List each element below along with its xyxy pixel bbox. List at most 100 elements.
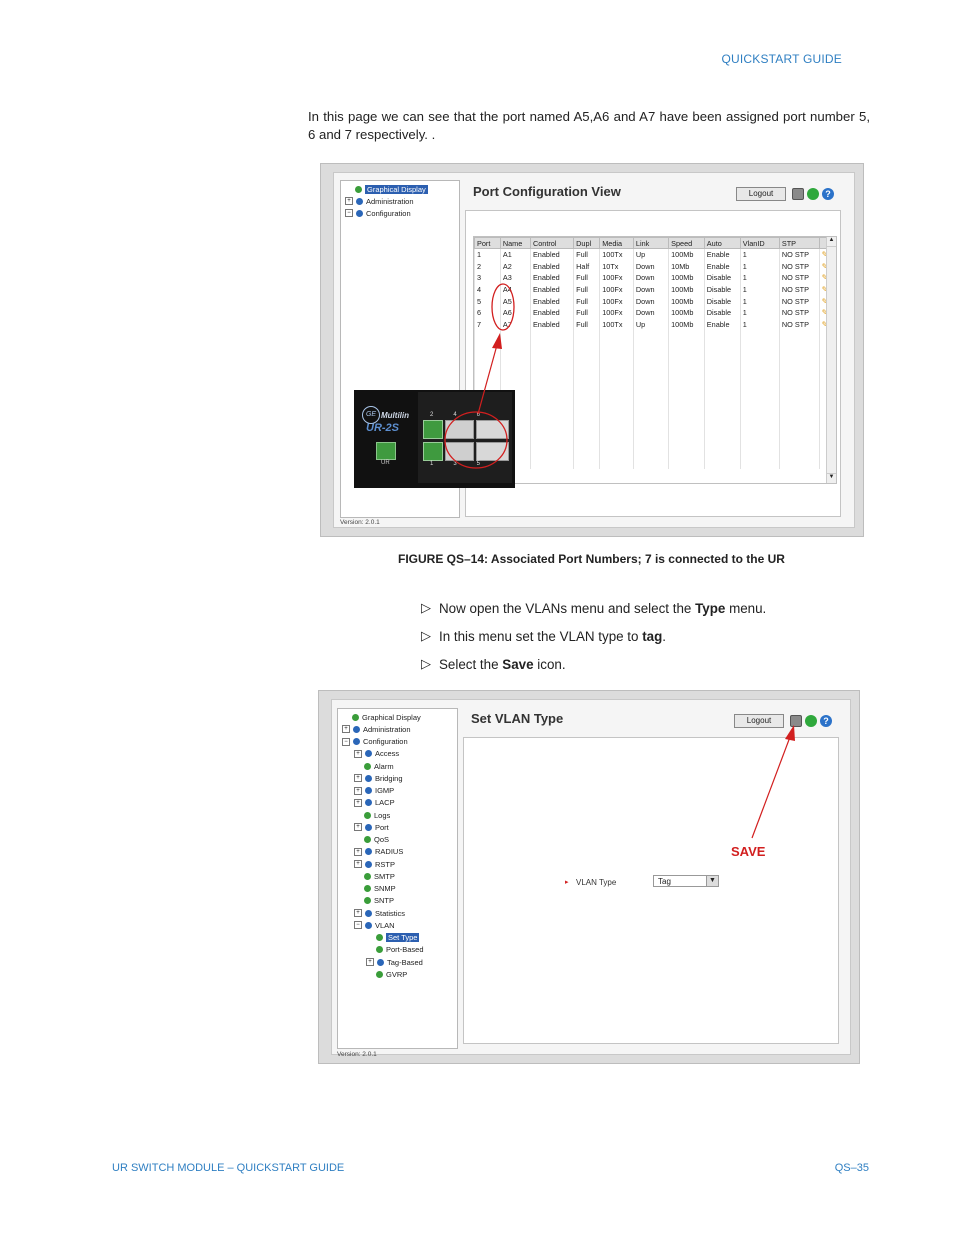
page-icon <box>376 970 383 978</box>
tree-item[interactable]: GVRP <box>366 969 407 979</box>
column-header[interactable]: Speed <box>668 237 705 249</box>
table-cell: Down <box>632 295 670 307</box>
tree-item[interactable]: +Access <box>354 749 399 759</box>
scroll-up-arrow[interactable]: ▲ <box>827 237 836 247</box>
tree-item[interactable]: QoS <box>354 835 389 845</box>
help-icon[interactable]: ? <box>822 188 834 200</box>
tree-item[interactable]: −Configuration <box>342 737 408 747</box>
figure-set-vlan-type: Graphical Display +Administration −Configu… <box>318 690 860 1064</box>
column-header[interactable]: Port <box>474 237 501 249</box>
expand-icon[interactable]: + <box>354 749 362 758</box>
intro-paragraph: In this page we can see that the port na… <box>308 109 870 142</box>
tree-item[interactable]: Logs <box>354 810 390 820</box>
expand-icon[interactable]: + <box>354 847 362 856</box>
tree-item[interactable]: Graphical Display <box>342 712 421 722</box>
table-cell: 1 <box>739 306 780 319</box>
tree-item[interactable]: − VLAN <box>354 920 395 930</box>
column-header[interactable]: Dupl <box>573 237 601 249</box>
tree-item[interactable]: −Configuration <box>345 208 411 218</box>
tree-item[interactable]: +Administration <box>342 724 411 734</box>
expand-icon[interactable]: + <box>345 197 353 206</box>
empty-cell <box>739 422 780 435</box>
help-icon[interactable]: ? <box>820 715 832 727</box>
port-row-top <box>423 420 509 439</box>
empty-row <box>474 341 836 354</box>
empty-cell <box>529 457 575 470</box>
fiber-port-icon <box>444 420 474 439</box>
folder-icon <box>365 921 372 929</box>
tree-item-label: Logs <box>374 810 391 820</box>
tree-item[interactable]: +Tag-Based <box>366 957 423 967</box>
expand-icon[interactable]: + <box>342 725 350 734</box>
chevron-down-icon[interactable]: ▼ <box>706 876 718 886</box>
tree-item[interactable]: +RSTP <box>354 859 395 869</box>
expand-icon[interactable]: + <box>354 774 362 783</box>
tree-item-label: RADIUS <box>375 847 404 857</box>
column-header[interactable]: VlanID <box>739 237 780 249</box>
page-icon <box>364 762 371 770</box>
table-scrollbar[interactable]: ▲ ▼ <box>826 237 836 483</box>
tree-item[interactable]: SNMP <box>354 884 396 894</box>
tree-item-label: Port-Based <box>386 945 424 955</box>
save-icon[interactable] <box>792 188 804 200</box>
tree-item[interactable]: +Port <box>354 822 389 832</box>
collapse-icon[interactable]: − <box>354 921 362 930</box>
tree-item-label: VLAN <box>375 920 395 930</box>
expand-icon[interactable]: + <box>354 823 362 832</box>
figure-caption: FIGURE QS–14: Associated Port Numbers; 7… <box>398 552 785 566</box>
save-annotation-label: SAVE <box>731 844 766 859</box>
table-cell: Enabled <box>529 306 575 319</box>
column-header[interactable]: Control <box>529 237 575 249</box>
collapse-icon[interactable]: − <box>345 209 353 218</box>
tree-item[interactable]: Set Type <box>366 933 420 943</box>
expand-icon[interactable]: + <box>354 860 362 868</box>
tree-item[interactable]: SMTP <box>354 871 395 881</box>
expand-icon[interactable]: + <box>354 909 362 917</box>
step-text: Select the Save icon. <box>439 656 566 672</box>
refresh-icon[interactable] <box>805 715 817 727</box>
tree-item[interactable]: Alarm <box>354 761 394 771</box>
tree-item[interactable]: +Bridging <box>354 773 403 783</box>
tree-item[interactable]: +LACP <box>354 798 395 808</box>
tree-item[interactable]: Graphical Display <box>345 184 428 194</box>
tree-item[interactable]: SNTP <box>354 896 394 906</box>
column-header[interactable]: Link <box>632 237 670 249</box>
vlan-type-select[interactable]: Tag ▼ <box>653 875 719 887</box>
collapse-icon[interactable]: − <box>342 737 350 746</box>
tree-item[interactable]: +IGMP <box>354 786 394 796</box>
highlight-ellipse-names <box>491 283 515 331</box>
column-header[interactable]: STP <box>778 237 820 249</box>
tree-item-label: Administration <box>366 196 414 206</box>
refresh-icon[interactable] <box>807 188 819 200</box>
logout-button[interactable]: Logout <box>734 714 784 728</box>
tree-item[interactable]: + Administration <box>345 196 414 206</box>
tree-item[interactable]: + RADIUS <box>354 847 403 857</box>
empty-cell <box>739 399 780 412</box>
scroll-down-arrow[interactable]: ▼ <box>827 473 836 483</box>
empty-cell <box>632 376 670 389</box>
instruction-step: ▷ Now open the VLANs menu and select the… <box>421 600 766 616</box>
expand-icon[interactable]: + <box>366 958 374 966</box>
expand-icon[interactable]: + <box>354 786 362 795</box>
tree-item[interactable]: +Statistics <box>354 908 405 918</box>
tree-item[interactable]: Port-Based <box>366 945 424 955</box>
annotation-arrow-head <box>492 333 502 349</box>
page-icon <box>364 885 371 892</box>
logout-button[interactable]: Logout <box>736 187 786 201</box>
triangle-bullet-icon: ▷ <box>421 656 431 671</box>
tree-item-label: Alarm <box>374 761 394 771</box>
save-icon[interactable] <box>790 715 802 727</box>
folder-icon <box>365 848 372 856</box>
empty-cell <box>632 341 670 354</box>
annotation-arrow-line <box>477 344 498 415</box>
table-cell: Down <box>632 272 670 284</box>
expand-icon[interactable]: + <box>354 798 362 807</box>
empty-cell <box>632 364 670 377</box>
